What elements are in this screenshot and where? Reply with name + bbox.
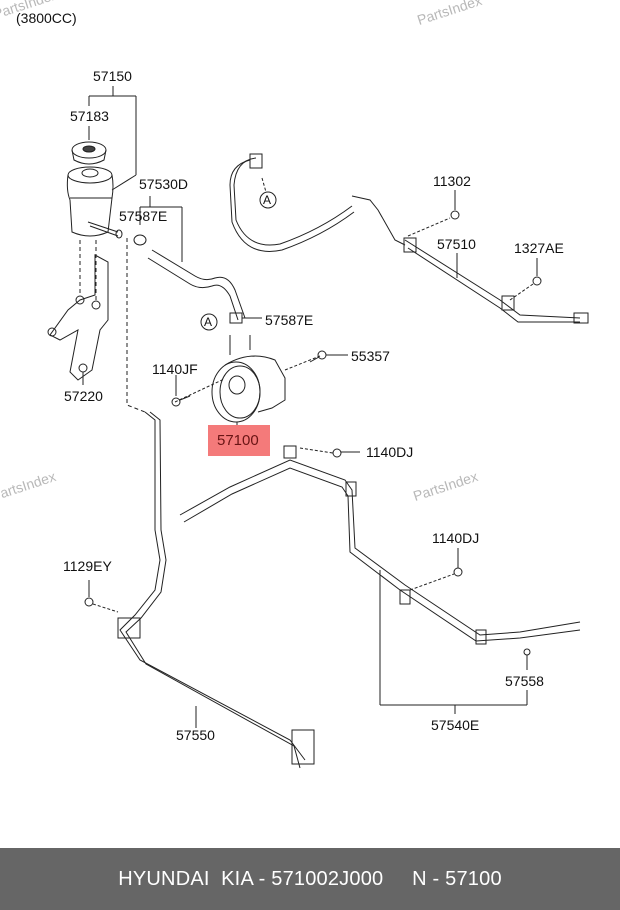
- part-number-caption: HYUNDAI KIA - 571002J000 N - 57100: [118, 868, 502, 890]
- callout-1129ey[interactable]: 1129EY: [63, 558, 112, 574]
- hose-57530d-icon: [133, 196, 262, 324]
- callout-57183[interactable]: 57183: [70, 108, 109, 124]
- reservoir-cap-icon: [71, 141, 107, 165]
- callout-57587e-top[interactable]: 57587E: [119, 208, 168, 224]
- callout-1140dj-mid[interactable]: 1140DJ: [366, 444, 414, 460]
- callout-57558[interactable]: 57558: [505, 673, 544, 689]
- highlighted-part-number: 57100: [217, 432, 259, 449]
- callout-57530d[interactable]: 57530D: [139, 176, 189, 192]
- bracket-icon: [47, 240, 109, 385]
- callout-57540e[interactable]: 57540E: [431, 717, 480, 733]
- callout-57587e-mid[interactable]: 57587E: [265, 312, 314, 328]
- callout-11302[interactable]: 11302: [433, 173, 471, 189]
- callout-1140dj-right[interactable]: 1140DJ: [432, 530, 480, 546]
- callout-57220[interactable]: 57220: [64, 388, 103, 404]
- ref-a-pump: A: [204, 315, 213, 329]
- ref-a-circle-pump: [200, 313, 218, 331]
- parts-diagram: PartsIndex PartsIndex PartsIndex PartsIn…: [0, 0, 589, 769]
- callout-55357[interactable]: 55357: [351, 348, 390, 364]
- return-line-57540e-icon: [179, 445, 581, 714]
- power-steering-pump-icon: [174, 335, 321, 425]
- callout-1140jf[interactable]: 1140JF: [152, 361, 198, 377]
- highlighted-callout-57100[interactable]: 57100: [208, 425, 270, 456]
- callout-1327ae[interactable]: 1327AE: [514, 240, 564, 256]
- engine-note: (3800CC): [16, 10, 77, 26]
- callout-57510[interactable]: 57510: [437, 236, 476, 252]
- dashed-connection: [126, 238, 146, 413]
- diagram-drawing: [47, 86, 589, 769]
- ref-a-circle-top: [259, 191, 277, 209]
- callout-57150[interactable]: 57150: [93, 68, 132, 84]
- bolt-1140jf-icon: [171, 375, 191, 407]
- leader-57150: [88, 86, 137, 191]
- pressure-hose-top-icon: [229, 153, 589, 324]
- cooler-line-57550-icon: [84, 411, 315, 769]
- callout-57550[interactable]: 57550: [176, 727, 215, 743]
- footer-bar: HYUNDAI KIA - 571002J000 N - 57100: [0, 848, 620, 910]
- reservoir-icon: [66, 166, 123, 239]
- ref-a-top: A: [263, 193, 272, 207]
- bolt-55357-icon: [309, 350, 348, 363]
